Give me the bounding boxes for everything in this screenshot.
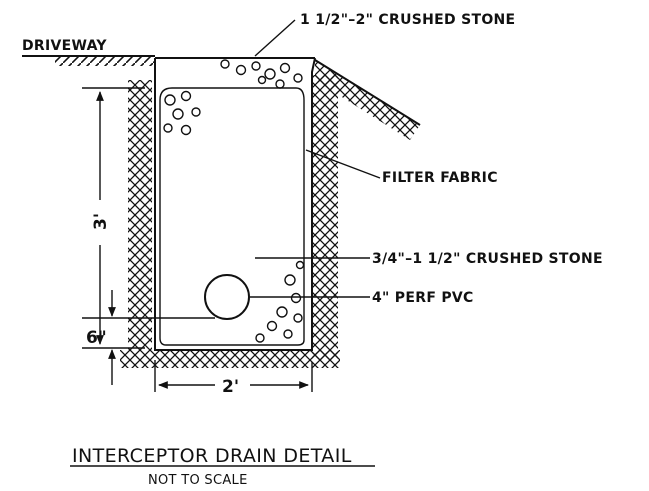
pipe-offset-label: 6" xyxy=(86,328,107,348)
stone-top-layer xyxy=(163,59,303,136)
depth-label: 3' xyxy=(91,213,111,230)
perforated-pipe xyxy=(204,274,250,320)
width-label: 2' xyxy=(222,377,239,397)
trench-soil xyxy=(120,75,340,368)
pipe-label: 4" PERF PVC xyxy=(372,290,474,306)
pipe-offset-dimension xyxy=(82,290,215,385)
drawing-title: INTERCEPTOR DRAIN DETAIL xyxy=(72,445,352,467)
driveway-label: DRIVEWAY xyxy=(22,38,107,54)
scale-note: NOT TO SCALE xyxy=(148,473,248,488)
trench-outline xyxy=(154,57,316,351)
stone-fill-layer xyxy=(255,260,305,343)
leader-lines xyxy=(250,19,381,298)
depth-dimension xyxy=(82,87,145,349)
filter-fabric-line xyxy=(159,87,305,346)
top-stone-label: 1 1/2"–2" CRUSHED STONE xyxy=(300,12,515,28)
fill-stone-label: 3/4"–1 1/2" CRUSHED STONE xyxy=(372,251,603,267)
width-dimension xyxy=(154,360,313,392)
ground-surface xyxy=(22,55,421,140)
filter-fabric-label: FILTER FABRIC xyxy=(382,170,498,186)
